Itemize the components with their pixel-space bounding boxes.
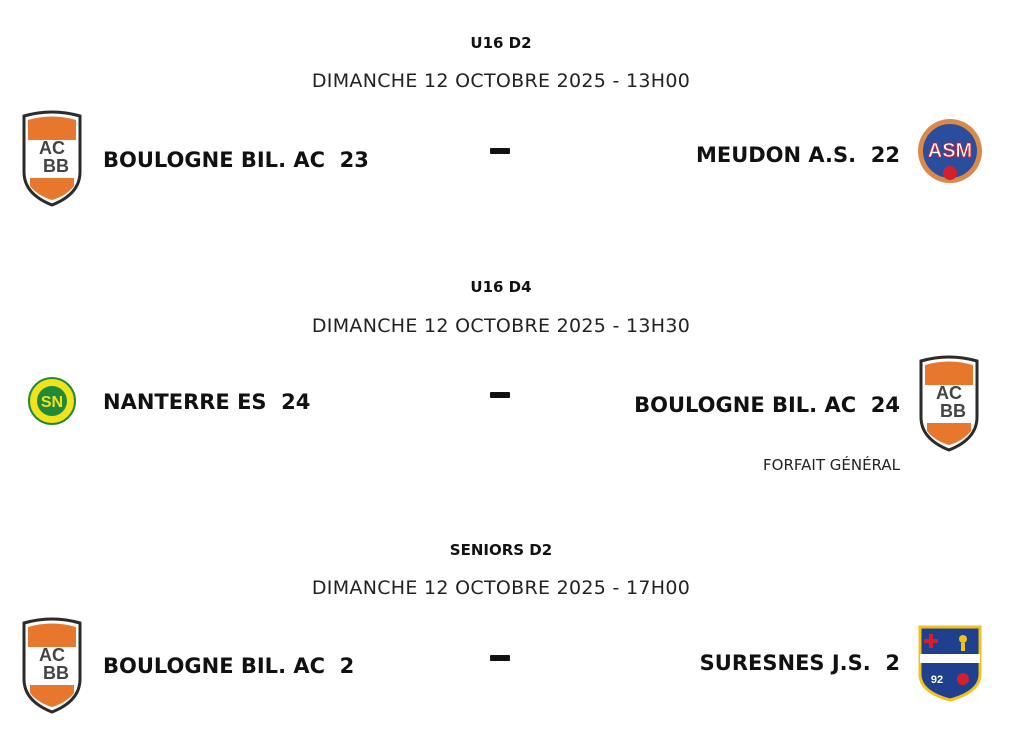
acbb-crest-icon[interactable]: AC BB bbox=[18, 617, 86, 715]
away-team-name: MEUDON A.S. bbox=[695, 143, 857, 167]
home-team-name: NANTERRE ES bbox=[103, 390, 267, 414]
svg-text:BB: BB bbox=[43, 663, 69, 683]
away-team[interactable]: MEUDON A.S. 22 bbox=[696, 143, 900, 167]
match-datetime: DIMANCHE 12 OCTOBRE 2025 - 13H00 bbox=[311, 70, 691, 92]
match-card-2: U16 D4 DIMANCHE 12 OCTOBRE 2025 - 13H30 … bbox=[0, 245, 1024, 515]
score-separator bbox=[490, 655, 510, 661]
away-team[interactable]: SURESNES J.S. 2 bbox=[700, 651, 900, 675]
home-team-score: 23 bbox=[339, 148, 369, 172]
away-team[interactable]: BOULOGNE BIL. AC 24 bbox=[634, 393, 900, 417]
home-team[interactable]: BOULOGNE BIL. AC 2 bbox=[103, 654, 354, 678]
away-team-score: 24 bbox=[870, 393, 900, 417]
match-datetime: DIMANCHE 12 OCTOBRE 2025 - 17H00 bbox=[311, 577, 691, 599]
svg-text:AC: AC bbox=[39, 138, 65, 158]
competition-label: U16 D4 bbox=[470, 278, 532, 296]
svg-text:SN: SN bbox=[41, 394, 63, 411]
home-team[interactable]: NANTERRE ES 24 bbox=[103, 390, 310, 414]
svg-text:92: 92 bbox=[931, 674, 943, 686]
away-team-score: 2 bbox=[885, 651, 900, 675]
home-team[interactable]: BOULOGNE BIL. AC 23 bbox=[103, 148, 369, 172]
competition-label: SENIORS D2 bbox=[449, 541, 553, 559]
svg-text:ASM: ASM bbox=[928, 140, 972, 162]
match-datetime: DIMANCHE 12 OCTOBRE 2025 - 13H30 bbox=[311, 315, 691, 337]
svg-text:BB: BB bbox=[940, 401, 966, 421]
home-team-score: 2 bbox=[339, 654, 355, 678]
js-suresnes-crest-icon[interactable]: 92 bbox=[917, 624, 983, 702]
svg-text:AC: AC bbox=[936, 383, 962, 403]
home-team-score: 24 bbox=[281, 390, 311, 414]
match-card-1: U16 D2 DIMANCHE 12 OCTOBRE 2025 - 13H00 … bbox=[0, 0, 1024, 245]
competition-label: U16 D2 bbox=[470, 34, 532, 52]
away-team-name: BOULOGNE BIL. AC bbox=[634, 393, 857, 417]
home-team-name: BOULOGNE BIL. AC bbox=[103, 148, 326, 172]
away-team-score: 22 bbox=[870, 143, 900, 167]
home-team-name: BOULOGNE BIL. AC bbox=[103, 654, 326, 678]
svg-text:AC: AC bbox=[39, 645, 65, 665]
es-nanterre-crest-icon[interactable]: SN bbox=[28, 377, 76, 425]
away-team-name: SURESNES J.S. bbox=[699, 651, 871, 675]
asm-meudon-crest-icon[interactable]: ASM bbox=[916, 115, 984, 187]
score-separator bbox=[490, 148, 510, 154]
forfeit-note: FORFAIT GÉNÉRAL bbox=[763, 456, 900, 474]
score-separator bbox=[490, 392, 510, 398]
acbb-crest-icon[interactable]: AC BB bbox=[915, 355, 983, 453]
acbb-crest-icon[interactable]: AC BB bbox=[18, 110, 86, 208]
svg-text:BB: BB bbox=[43, 156, 69, 176]
match-card-3: SENIORS D2 DIMANCHE 12 OCTOBRE 2025 - 17… bbox=[0, 515, 1024, 738]
